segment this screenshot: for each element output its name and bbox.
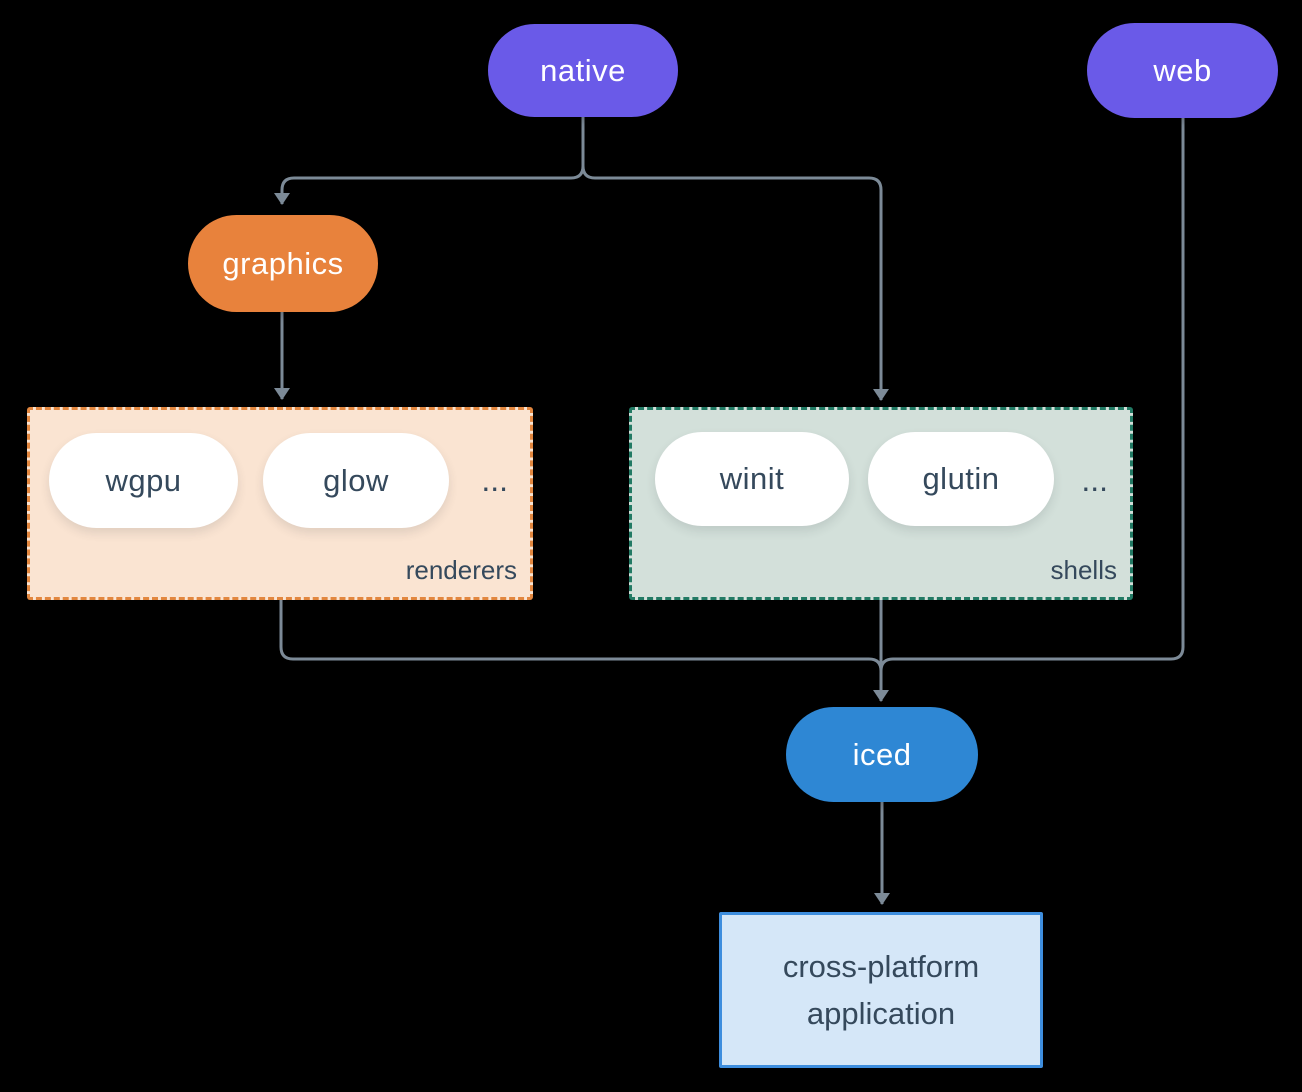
app-label-line2: application [806,996,956,1031]
node-glow-label: glow [323,462,389,498]
node-glutin-label: glutin [922,461,1000,496]
node-wgpu-label: wgpu [105,462,182,498]
node-winit-label: winit [719,461,785,496]
renderers-ellipsis: ... [481,462,508,498]
node-iced: iced [786,707,978,802]
node-glow: glow [263,433,449,528]
group-renderers: wgpu glow ... renderers [27,407,533,600]
node-native: native [488,24,678,117]
shells-group-label: shells [1050,555,1117,585]
edge-native-graphics [274,117,585,205]
node-graphics-label: graphics [222,245,344,281]
node-graphics: graphics [188,215,378,312]
group-shells: winit glutin ... shells [629,407,1133,600]
node-winit: winit [655,432,849,526]
app-label-line1: cross-platform [782,949,980,984]
shells-ellipsis: ... [1081,462,1108,498]
edge-native-shells [581,117,889,401]
edge-renderers-merge [279,600,883,672]
node-web-label: web [1153,52,1212,88]
node-glutin: glutin [868,432,1054,526]
node-cross-platform-application: cross-platform application [719,912,1043,1068]
node-wgpu: wgpu [49,433,238,528]
renderers-group-label: renderers [405,555,517,585]
node-web: web [1087,23,1278,118]
node-iced-label: iced [852,736,912,772]
node-native-label: native [540,52,626,88]
